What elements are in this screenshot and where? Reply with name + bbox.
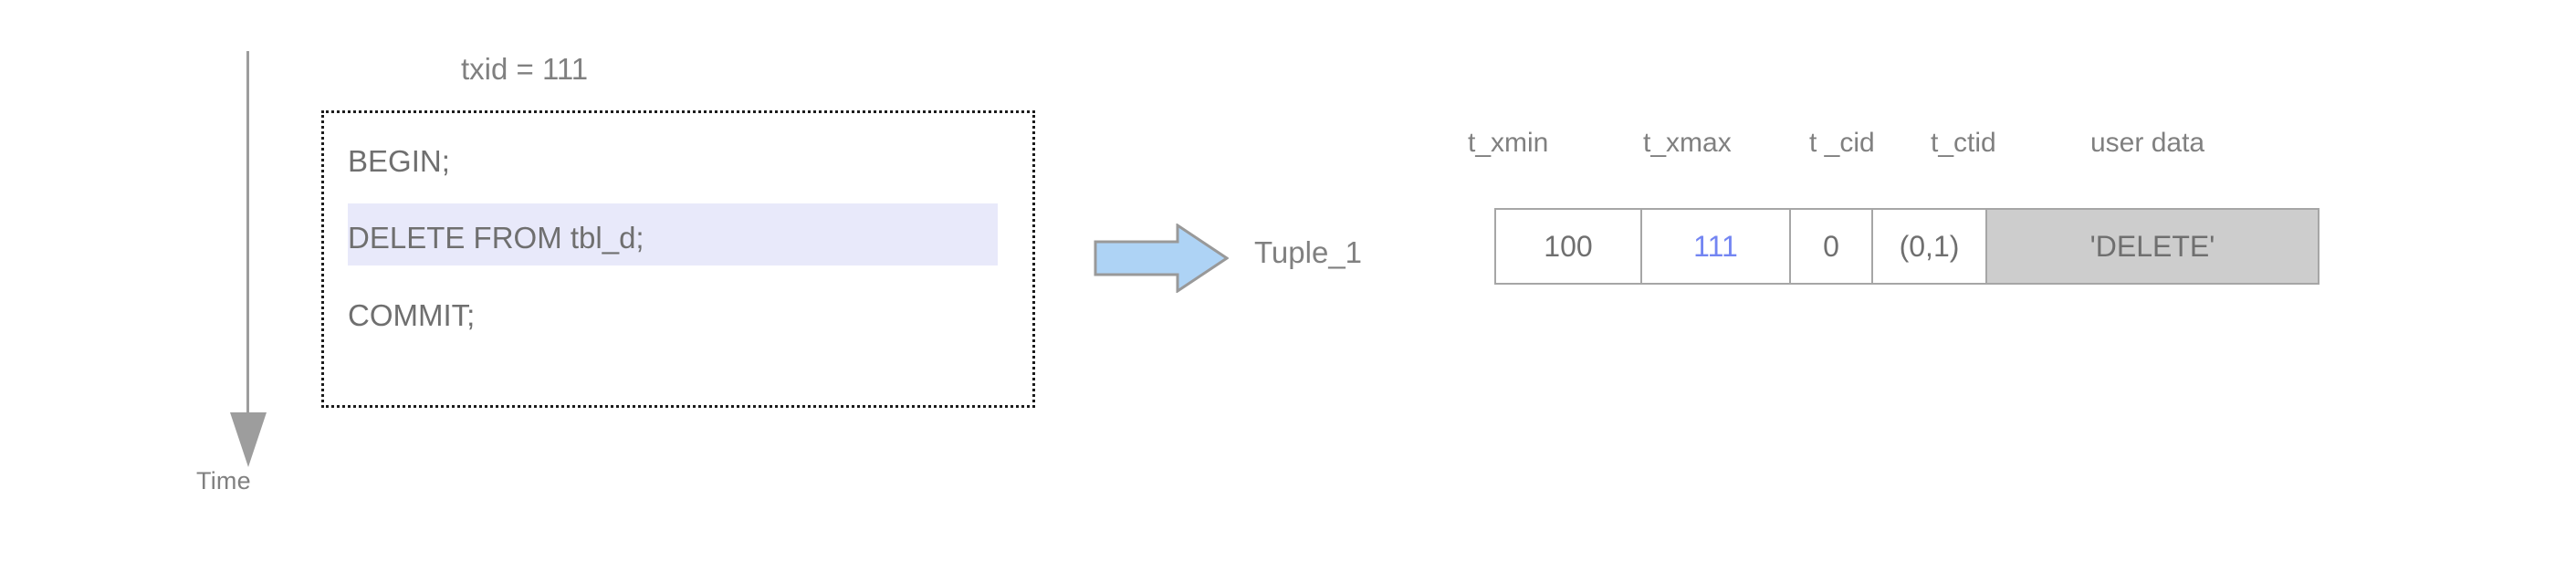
tuple-row: 100 111 0 (0,1) 'DELETE' [1494,208,2319,285]
cell-t-xmax: 111 [1642,210,1791,283]
time-axis-label: Time [196,467,251,494]
txid-caption: txid = 111 [461,52,589,86]
statement-highlight-band [348,203,998,265]
sql-statement-commit: COMMIT; [348,298,476,332]
cell-t-xmin: 100 [1496,210,1642,283]
column-header-t-cid: t _cid [1809,128,1875,158]
down-arrow-icon [230,412,267,467]
tuple-label: Tuple_1 [1254,235,1363,269]
cell-t-cid: 0 [1791,210,1873,283]
column-header-t-xmax: t_xmax [1643,128,1732,158]
time-axis-line [246,51,249,416]
cell-t-ctid: (0,1) [1873,210,1987,283]
cell-user-data: 'DELETE' [1987,210,2318,283]
column-header-t-xmin: t_xmin [1468,128,1549,158]
time-axis [230,51,267,471]
right-block-arrow-icon [1094,224,1229,293]
column-header-t-ctid: t_ctid [1931,128,1996,158]
sql-statement-delete: DELETE FROM tbl_d; [348,221,644,255]
transaction-box: BEGIN; DELETE FROM tbl_d; COMMIT; [321,110,1035,408]
column-header-user-data: user data [2090,128,2205,158]
sql-statement-begin: BEGIN; [348,144,450,178]
